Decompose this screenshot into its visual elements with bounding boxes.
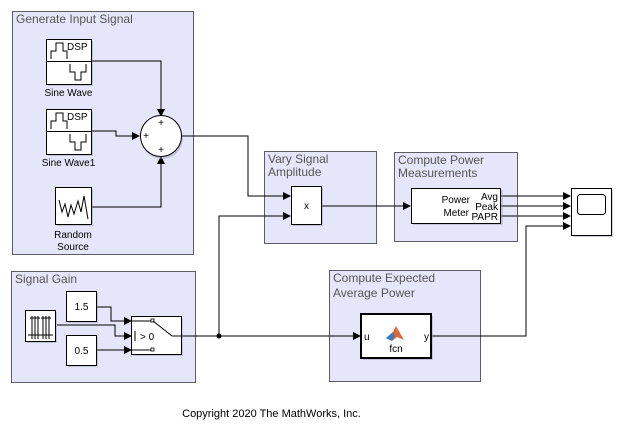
area-title-line2: Average Power: [333, 286, 415, 300]
matlab-function-block[interactable]: u y fcn: [360, 313, 433, 360]
port-label-papr: PAPR: [472, 212, 499, 223]
area-title: Generate Input Signal: [16, 12, 133, 26]
signal-line[interactable]: [182, 135, 291, 200]
area-title: Signal Gain: [15, 272, 77, 286]
product-symbol: x: [304, 201, 309, 212]
dsp-label: DSP: [67, 112, 88, 123]
sine-wave1-block[interactable]: DSP Sine Wave1: [42, 109, 96, 170]
dsp-label: DSP: [67, 42, 88, 53]
area-title-line2: Measurements: [398, 166, 477, 180]
constant-value: 1.5: [75, 302, 89, 313]
copyright-text: Copyright 2020 The MathWorks, Inc.: [182, 408, 361, 420]
dsp-waveform-icon: [50, 42, 68, 59]
random-source-block[interactable]: Random Source: [54, 187, 93, 254]
input-port-label: u: [364, 332, 370, 343]
signal-line[interactable]: [431, 222, 571, 337]
power-meter-block[interactable]: Power Meter Avg Peak PAPR: [411, 188, 504, 226]
block-label-line2: Source: [57, 242, 89, 253]
power-meter-name-line1: Power: [442, 195, 471, 206]
area-title-line1: Vary Signal: [268, 152, 328, 166]
sine-wave-block[interactable]: DSP Sine Wave: [45, 39, 93, 100]
product-block[interactable]: x: [291, 186, 324, 227]
port-label-avg: Avg: [481, 192, 498, 203]
block-label: Sine Wave: [45, 88, 93, 99]
signal-line[interactable]: [91, 60, 165, 117]
block-label: Sine Wave1: [42, 158, 96, 169]
signal-line[interactable]: [218, 212, 291, 336]
area-title-line1: Compute Power: [398, 153, 484, 167]
branch-point: [216, 333, 222, 339]
sum-sign-left: +: [143, 131, 149, 142]
signal-line[interactable]: [57, 324, 132, 340]
sum-block[interactable]: + + +: [140, 115, 184, 160]
signal-line[interactable]: [91, 156, 165, 208]
signal-line[interactable]: [91, 130, 140, 140]
pulse-generator-block[interactable]: [25, 310, 58, 344]
area-title-line2: Amplitude: [268, 165, 322, 179]
switch-criterion: > 0: [140, 332, 155, 343]
output-port-label: y: [424, 332, 429, 343]
sum-sign-bottom: +: [158, 145, 164, 156]
constant-value: 0.5: [75, 346, 89, 357]
scope-screen-icon: [577, 194, 606, 215]
matlab-logo-icon: [386, 326, 404, 341]
power-meter-name-line2: Meter: [443, 208, 469, 219]
area-title-line1: Compute Expected: [333, 271, 435, 285]
pulse-train-icon: [28, 316, 53, 339]
random-noise-icon: [58, 195, 89, 220]
switch-block[interactable]: > 0: [131, 316, 183, 357]
signal-line[interactable]: [97, 306, 132, 325]
port-label-peak: Peak: [475, 202, 499, 213]
block-label-line1: Random: [54, 230, 92, 241]
scope-block[interactable]: [571, 188, 614, 238]
sum-sign-top: +: [158, 118, 164, 129]
function-name: fcn: [389, 344, 402, 355]
dsp-waveform-icon: [50, 112, 68, 129]
constant-0-5-block[interactable]: 0.5: [66, 335, 99, 368]
signal-lines: [57, 60, 571, 354]
switch-icon: [131, 318, 182, 352]
constant-1-5-block[interactable]: 1.5: [66, 291, 99, 324]
